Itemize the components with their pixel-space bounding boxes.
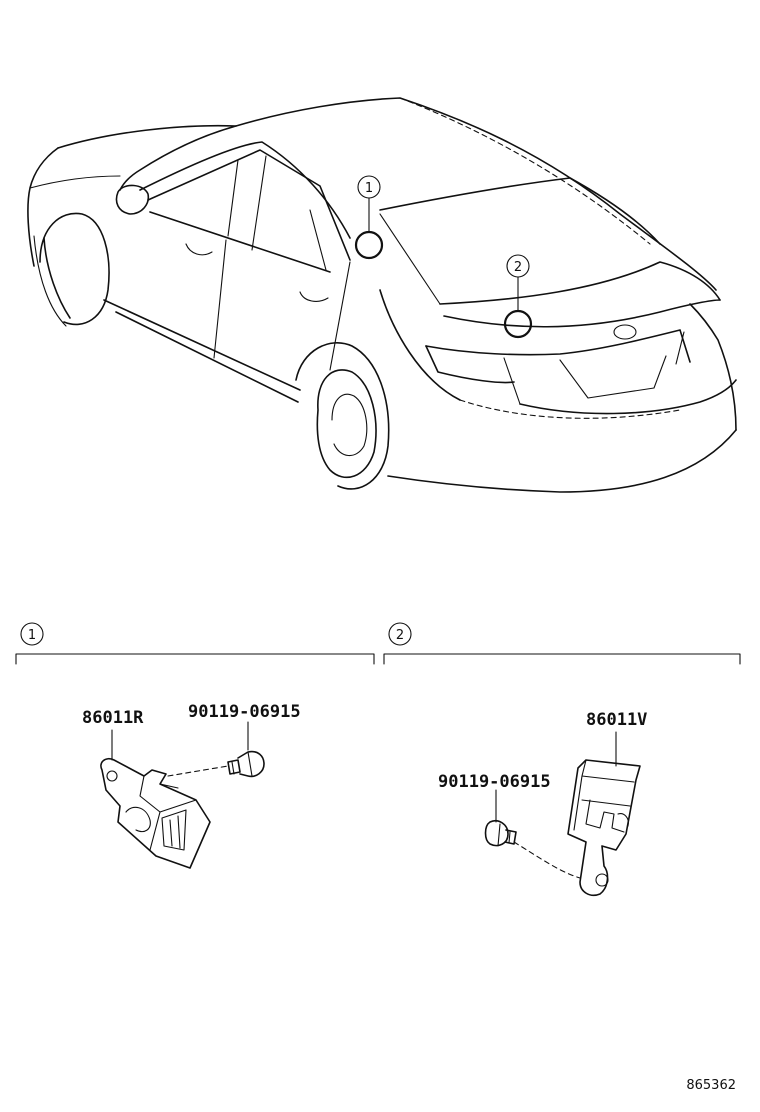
callout-1: 1 — [354, 175, 384, 260]
section-1-label: 1 — [28, 628, 36, 643]
part-label-86011R: 86011R — [82, 708, 144, 728]
sensor-86011R — [100, 757, 211, 869]
car-illustration — [27, 97, 737, 493]
bolt-90119-06915-right — [484, 819, 517, 847]
sensor-86011V — [567, 759, 641, 897]
part-86011R-group: 86011R 90119-06915 — [82, 702, 301, 869]
diagram-reference-number: 865362 — [686, 1078, 736, 1093]
bolt-90119-06915-left — [227, 750, 265, 778]
section-2-header: 2 — [383, 622, 741, 665]
callout-1-label: 1 — [365, 181, 373, 196]
section-2-label: 2 — [396, 628, 404, 643]
callout-2: 2 — [503, 254, 533, 339]
location-marker-2 — [503, 309, 533, 339]
part-86011V-group: 86011V 90119-06915 — [438, 710, 647, 897]
part-label-bolt-left: 90119-06915 — [188, 702, 301, 722]
part-label-86011V: 86011V — [586, 710, 647, 730]
section-1-header: 1 — [15, 622, 375, 665]
location-marker-1 — [354, 230, 384, 260]
part-label-bolt-right: 90119-06915 — [438, 772, 551, 792]
callout-2-label: 2 — [514, 260, 522, 275]
